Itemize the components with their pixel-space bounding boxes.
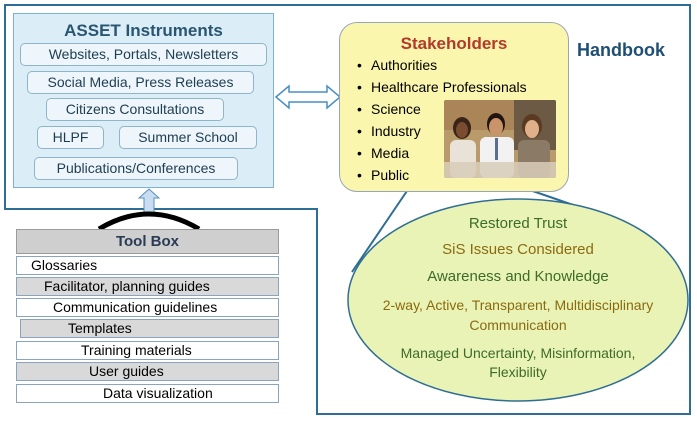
stakeholder-item: •Industry [357, 123, 421, 139]
handbook-frame [4, 4, 691, 415]
toolbox-item-training: Training materials [16, 341, 279, 360]
toolbox-title: Tool Box [16, 229, 279, 254]
stakeholders-photo [444, 100, 556, 178]
asset-item-summer-school: Summer School [119, 126, 257, 149]
stakeholder-item: •Science [357, 101, 421, 117]
stakeholder-item: •Authorities [357, 57, 438, 73]
double-arrow [274, 84, 342, 110]
asset-item-social-media: Social Media, Press Releases [27, 71, 254, 94]
toolbox-item-glossaries: Glossaries [16, 256, 279, 275]
stakeholder-item: •Media [357, 145, 410, 161]
toolbox-item-facilitator: Facilitator, planning guides [16, 277, 279, 296]
outcome-awareness: Awareness and Knowledge [427, 268, 609, 285]
asset-instruments-title: ASSET Instruments [64, 21, 223, 40]
outcome-flexibility: Flexibility [489, 364, 547, 380]
asset-item-hlpf: HLPF [37, 126, 104, 149]
outcomes-ellipse [347, 198, 689, 402]
toolbox-item-templates: Templates [20, 319, 279, 338]
outcome-restored-trust: Restored Trust [468, 215, 568, 232]
stakeholders-title: Stakeholders [400, 34, 508, 53]
up-arrow [137, 188, 161, 215]
toolbox-item-communication: Communication guidelines [16, 298, 279, 317]
callout-line-left [351, 187, 410, 273]
asset-item-citizens-consultations: Citizens Consultations [46, 98, 224, 121]
toolbox-item-data-visualization: Data visualization [16, 384, 279, 403]
handbook-label: Handbook [577, 40, 665, 60]
outcome-communication: Communication [469, 317, 567, 333]
asset-item-websites: Websites, Portals, Newsletters [20, 43, 267, 66]
asset-item-publications: Publications/Conferences [34, 157, 238, 180]
outcome-managed-uncertainty: Managed Uncertainty, Misinformation, [400, 345, 636, 361]
outcome-two-way: 2-way, Active, Transparent, Multidiscipl… [382, 297, 654, 313]
outcome-sis-issues: SiS Issues Considered [442, 241, 594, 258]
toolbox-handle [97, 211, 201, 232]
toolbox-item-user-guides: User guides [16, 362, 279, 381]
stakeholder-item: •Public [357, 167, 410, 183]
stakeholder-item: •Healthcare Professionals [357, 79, 527, 95]
